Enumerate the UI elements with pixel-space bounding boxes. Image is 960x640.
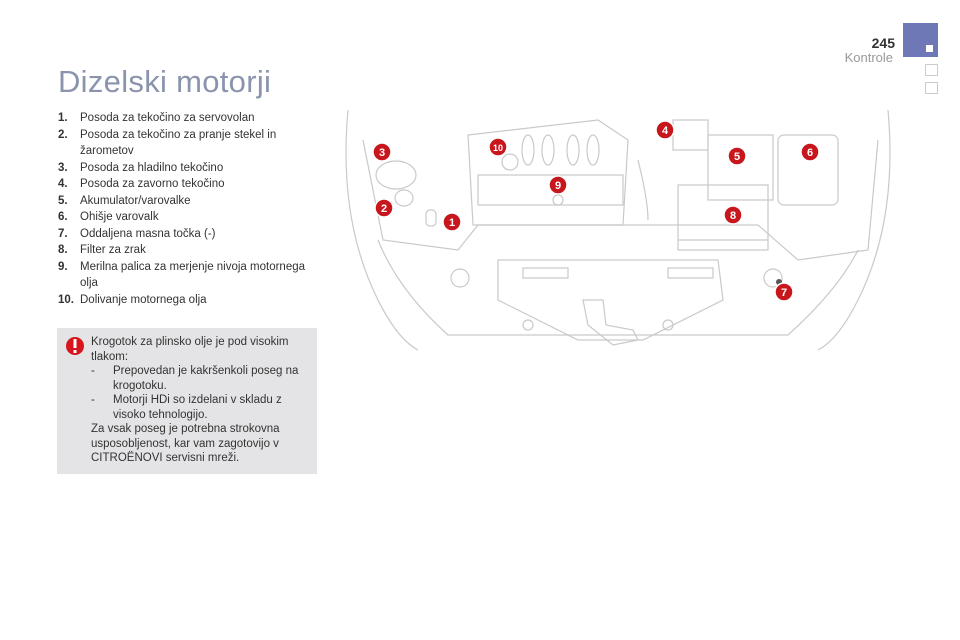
section-tab[interactable] (903, 23, 938, 57)
bullet-mark: - (91, 365, 95, 377)
item-number: 3. (58, 161, 68, 174)
component-list: 1. Posoda za tekočino za servovolan 2. Poso… (58, 110, 308, 308)
list-item: 8. Filter za zrak (58, 242, 308, 259)
list-item: 9. Merilna palica za merjenje nivoja moto… (58, 259, 308, 292)
item-text: Posoda za hladilno tekočino (80, 161, 224, 174)
section-tab-empty[interactable] (925, 82, 938, 94)
item-text: Filter za zrak (80, 244, 146, 256)
callout-6: 6 (800, 142, 820, 162)
page-title: Dizelski motorji (58, 64, 272, 99)
list-item: 10. Dolivanje motornega olja (58, 292, 308, 309)
warning-bullet: Motorji HDi so izdelani v skladu z visok… (113, 394, 282, 421)
warning-bullet: Prepovedan je kakršenkoli poseg na krogo… (113, 365, 299, 392)
list-item: 2. Posoda za tekočino za pranje stekel in… (58, 127, 308, 160)
warning-box: Krogotok za plinsko olje je pod visokim … (57, 328, 317, 474)
callout-number: 10 (493, 143, 503, 153)
item-text: Dolivanje motornega olja (80, 293, 207, 306)
item-number: 6. (58, 211, 68, 223)
list-item: 1. Posoda za tekočino za servovolan (58, 110, 308, 127)
item-text: Posoda za tekočino za pranje stekel in ž… (80, 128, 277, 158)
item-number: 9. (58, 260, 68, 273)
item-text: Merilna palica za merjenje nivoja motorn… (80, 260, 306, 290)
tab-marker (926, 45, 933, 52)
item-text: Ohišje varovalk (80, 211, 159, 223)
callout-number: 2 (381, 203, 387, 215)
bullet-mark: - (91, 394, 95, 406)
item-number: 4. (58, 178, 68, 190)
callout-7: 7 (774, 282, 794, 302)
item-number: 7. (58, 227, 68, 240)
exclamation-icon (66, 337, 84, 355)
item-text: Posoda za tekočino za servovolan (80, 112, 255, 124)
callout-9: 9 (548, 175, 568, 195)
callout-number: 9 (555, 180, 561, 192)
item-number: 10. (58, 293, 74, 306)
callout-number: 4 (662, 125, 669, 137)
item-number: 2. (58, 128, 68, 141)
callout-number: 6 (807, 147, 813, 159)
callout-number: 1 (449, 217, 455, 229)
section-tab-empty[interactable] (925, 64, 938, 76)
item-text: Posoda za zavorno tekočino (80, 178, 225, 190)
warning-intro: Krogotok za plinsko olje je pod visokim … (91, 336, 289, 363)
callout-1: 1 (442, 212, 462, 232)
engine-diagram: 1 2 3 4 5 6 7 8 9 10 (345, 109, 891, 351)
list-item: 3. Posoda za hladilno tekočino (58, 160, 308, 177)
item-number: 5. (58, 194, 68, 207)
list-item: 5. Akumulator/varovalke (58, 193, 308, 210)
list-item: 4. Posoda za zavorno tekočino (58, 176, 308, 193)
callout-number: 8 (730, 210, 736, 222)
item-number: 1. (58, 112, 68, 124)
callout-10: 10 (488, 137, 508, 157)
item-number: 8. (58, 244, 68, 256)
list-item: 7. Oddaljena masna točka (-) (58, 226, 308, 243)
callout-8: 8 (723, 205, 743, 225)
callout-number: 7 (781, 287, 787, 299)
callout-number: 5 (734, 151, 740, 163)
callout-2: 2 (374, 198, 394, 218)
callout-4: 4 (655, 120, 675, 140)
callout-number: 3 (379, 147, 385, 159)
item-text: Oddaljena masna točka (-) (80, 227, 216, 240)
section-title: Kontrole (844, 50, 893, 65)
callout-3: 3 (372, 142, 392, 162)
warning-outro: Za vsak poseg je potrebna strokovna uspo… (91, 423, 280, 464)
callout-5: 5 (727, 146, 747, 166)
item-text: Akumulator/varovalke (80, 194, 191, 207)
page-number: 245 (871, 35, 895, 51)
list-item: 6. Ohišje varovalk (58, 209, 308, 226)
